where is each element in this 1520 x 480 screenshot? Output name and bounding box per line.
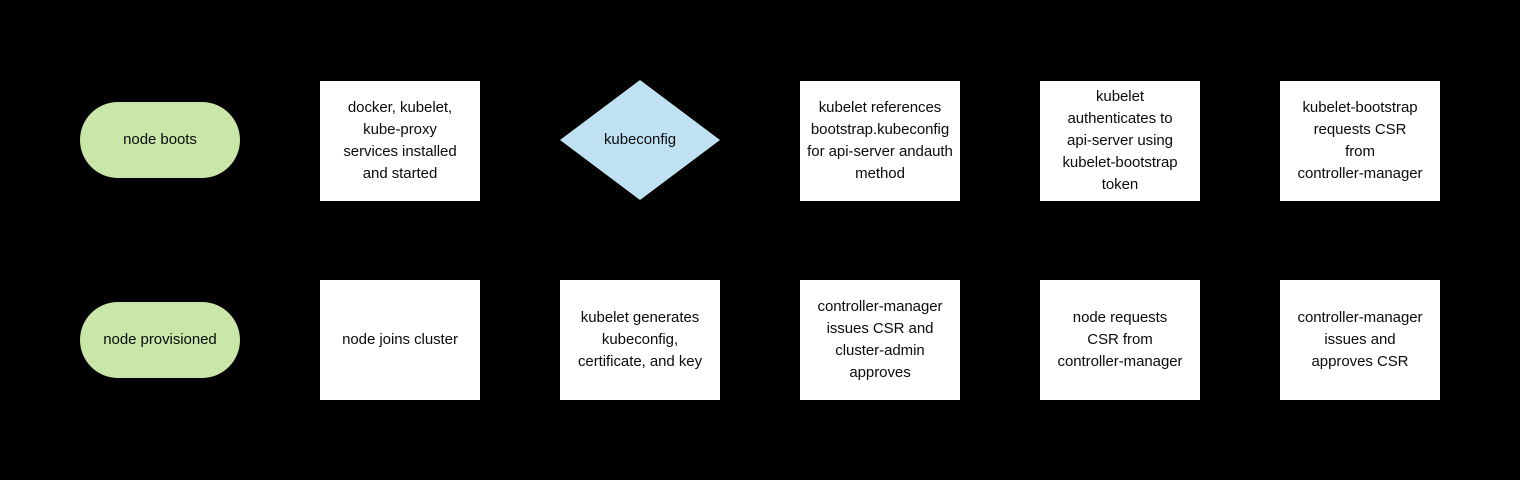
node-label: kubelet authenticates to api-server usin… — [1062, 88, 1178, 193]
node-kubelet-references-bootstrap[interactable]: kubelet references bootstrap.kubeconfig fo… — [800, 81, 960, 201]
node-kubelet-generates[interactable]: kubelet generates kubeconfig, certificat… — [560, 280, 720, 400]
node-label-line-1: kubelet references — [818, 99, 942, 116]
node-kubelet-authenticates[interactable]: kubelet authenticates to api-server usin… — [1040, 81, 1200, 201]
node-label: node boots — [123, 131, 197, 148]
node-label: node joins cluster — [342, 331, 458, 348]
node-bootstrap-requests-csr[interactable]: kubelet-bootstrap requests CSR from cont… — [1280, 81, 1440, 201]
node-label-line-3: for api-server and — [807, 143, 924, 160]
node-node-requests-csr[interactable]: node requests CSR from controller-manage… — [1040, 280, 1200, 400]
node-node-boots[interactable]: node boots — [80, 102, 240, 178]
node-node-provisioned[interactable]: node provisioned — [80, 302, 240, 378]
node-label: kubelet references bootstrap.kubeconfig fo… — [800, 97, 960, 185]
node-services-installed[interactable]: docker, kubelet, kube-proxy services ins… — [320, 81, 480, 201]
node-cm-issues-approves[interactable]: controller-manager issues and approves C… — [1280, 280, 1440, 400]
node-cm-issues-csr[interactable]: controller-manager issues CSR and cluste… — [800, 280, 960, 400]
node-label: node provisioned — [103, 331, 217, 348]
node-label: controller-manager issues and approves C… — [1297, 309, 1423, 370]
node-label: docker, kubelet, kube-proxy services ins… — [343, 99, 457, 182]
node-node-joins-cluster[interactable]: node joins cluster — [320, 280, 480, 400]
node-label: node requests CSR from controller-manage… — [1057, 309, 1183, 370]
node-kubeconfig-decision[interactable]: kubeconfig — [560, 80, 720, 200]
node-label-line-2: bootstrap.kubeconfig — [810, 121, 950, 138]
node-label: kubeconfig — [603, 131, 677, 148]
node-label-line-4: auth method — [855, 143, 953, 182]
node-label: controller-manager issues CSR and cluste… — [817, 298, 943, 381]
node-label: kubelet-bootstrap requests CSR from cont… — [1297, 99, 1423, 182]
node-label: kubelet generates kubeconfig, certificat… — [577, 309, 703, 370]
